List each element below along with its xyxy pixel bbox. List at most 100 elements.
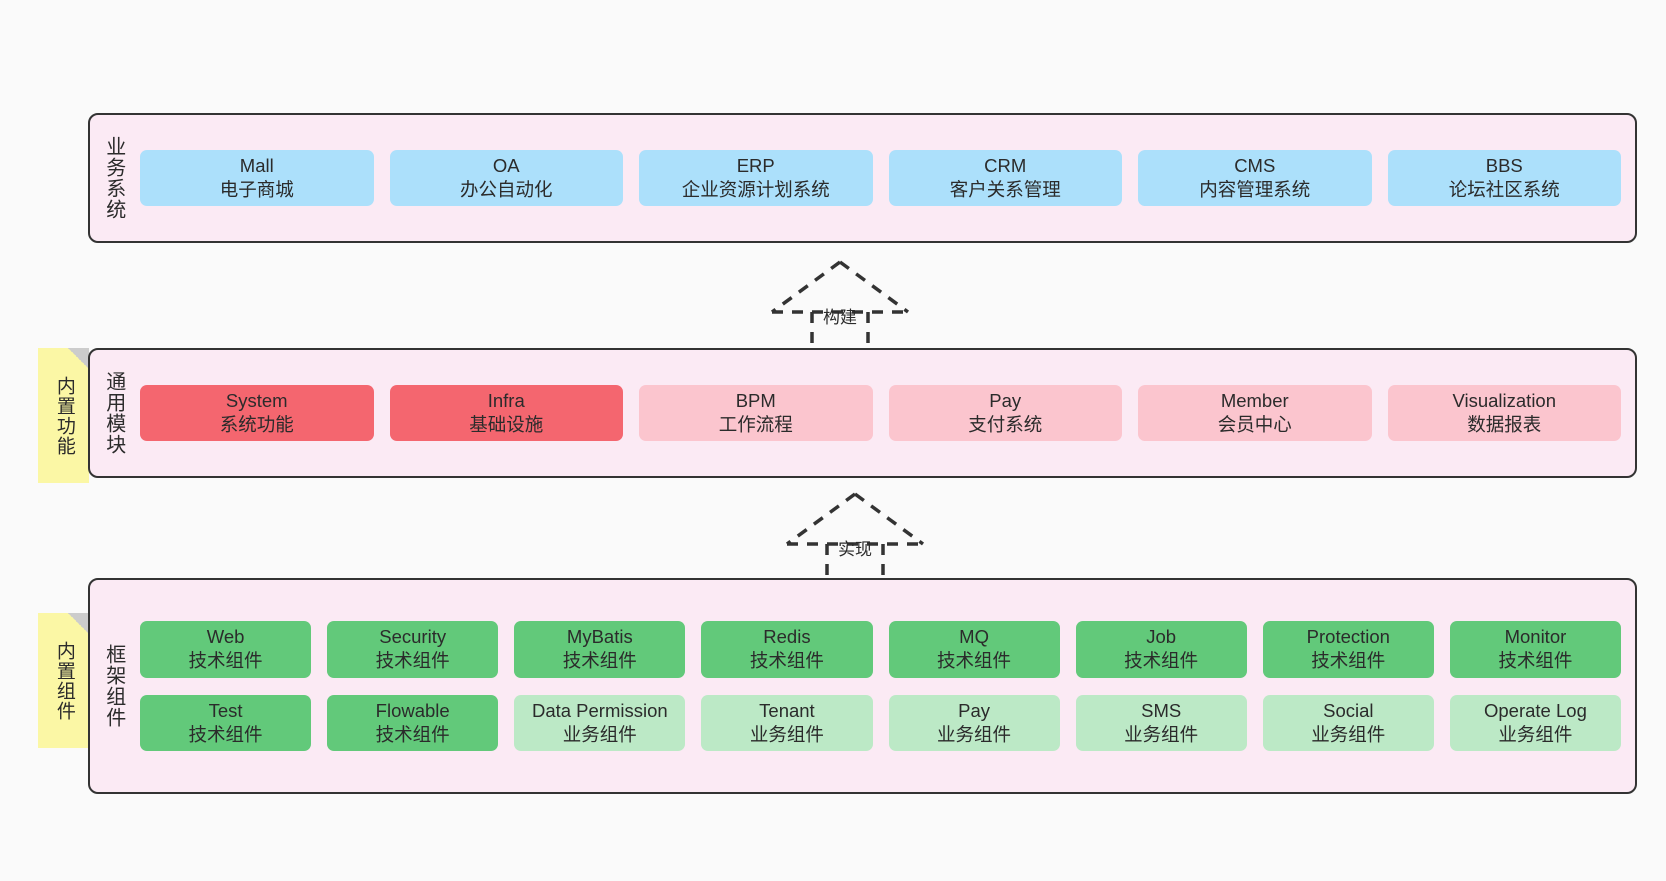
module-card-subtitle: 客户关系管理 bbox=[949, 179, 1061, 200]
module-card-operate-log[interactable]: Operate Log 业务组件 bbox=[1449, 694, 1621, 751]
module-card-name: Data Permission bbox=[531, 699, 668, 721]
module-card-name: Infra bbox=[487, 389, 525, 411]
card-row: Test 技术组件 Flowable 技术组件 Data Permission … bbox=[140, 694, 1621, 751]
module-card-subtitle: 业务组件 bbox=[1498, 723, 1573, 745]
module-card-bpm[interactable]: BPM 工作流程 bbox=[639, 384, 873, 442]
page-fold-icon bbox=[68, 613, 89, 634]
module-card-cms[interactable]: CMS 内容管理系统 bbox=[1138, 149, 1372, 207]
module-card-infra[interactable]: Infra 基础设施 bbox=[389, 384, 623, 442]
arrowhead-left-edge bbox=[785, 492, 857, 546]
module-card-member[interactable]: Member 会员中心 bbox=[1138, 384, 1372, 442]
module-card-subtitle: 办公自动化 bbox=[459, 179, 553, 200]
module-card-subtitle: 技术组件 bbox=[188, 650, 263, 672]
module-card-name: Protection bbox=[1306, 626, 1390, 648]
module-card-subtitle: 基础设施 bbox=[469, 414, 544, 435]
module-card-pay[interactable]: Pay 支付系统 bbox=[888, 384, 1122, 442]
module-card-name: Security bbox=[379, 626, 447, 648]
layer-business-system: 业务系统 Mall 电子商城 OA 办公自动化 ERP 企业资源计划系统 CRM… bbox=[88, 113, 1637, 243]
module-card-name: BPM bbox=[735, 389, 776, 411]
module-card-pay-business[interactable]: Pay 业务组件 bbox=[888, 694, 1060, 751]
sticky-note-builtin-component: 内置组件 bbox=[38, 613, 89, 748]
module-card-name: Monitor bbox=[1504, 626, 1567, 648]
connector-build: 构建 bbox=[760, 258, 920, 348]
module-card-subtitle: 业务组件 bbox=[1311, 723, 1386, 745]
arrowhead-right-edge bbox=[853, 492, 925, 546]
module-card-name: Social bbox=[1323, 699, 1374, 721]
page-fold-icon bbox=[68, 348, 89, 369]
module-card-subtitle: 会员中心 bbox=[1217, 414, 1292, 435]
module-card-name: Tenant bbox=[759, 699, 815, 721]
module-card-subtitle: 业务组件 bbox=[562, 723, 637, 745]
module-card-name: Member bbox=[1220, 389, 1289, 411]
module-card-social[interactable]: Social 业务组件 bbox=[1262, 694, 1434, 751]
sticky-note-label: 内置功能 bbox=[53, 375, 75, 456]
module-card-security[interactable]: Security 技术组件 bbox=[327, 621, 499, 678]
module-card-subtitle: 业务组件 bbox=[937, 723, 1012, 745]
module-card-name: Mall bbox=[239, 154, 274, 176]
module-card-subtitle: 技术组件 bbox=[937, 650, 1012, 672]
module-card-name: MQ bbox=[959, 626, 989, 648]
layer-title-common-module: 通用模块 bbox=[102, 371, 125, 455]
module-card-name: Job bbox=[1146, 626, 1177, 648]
connector-realize: 实现 bbox=[775, 490, 935, 580]
module-card-name: Web bbox=[206, 626, 245, 648]
module-card-redis[interactable]: Redis 技术组件 bbox=[701, 621, 873, 678]
layer-body-common-module: System 系统功能 Infra 基础设施 BPM 工作流程 Pay 支付系统… bbox=[136, 350, 1635, 476]
arrowhead-left-edge bbox=[770, 260, 842, 314]
card-row: Web 技术组件 Security 技术组件 MyBatis 技术组件 Redi… bbox=[140, 621, 1621, 678]
layer-body-framework-component: Web 技术组件 Security 技术组件 MyBatis 技术组件 Redi… bbox=[136, 580, 1635, 792]
sticky-note-label: 内置组件 bbox=[53, 640, 75, 721]
module-card-mybatis[interactable]: MyBatis 技术组件 bbox=[514, 621, 686, 678]
module-card-subtitle: 企业资源计划系统 bbox=[681, 179, 830, 200]
module-card-web[interactable]: Web 技术组件 bbox=[140, 621, 312, 678]
sticky-note-builtin-function: 内置功能 bbox=[38, 348, 89, 483]
module-card-subtitle: 数据报表 bbox=[1467, 414, 1542, 435]
module-card-crm[interactable]: CRM 客户关系管理 bbox=[888, 149, 1122, 207]
module-card-data-permission[interactable]: Data Permission 业务组件 bbox=[514, 694, 686, 751]
module-card-protection[interactable]: Protection 技术组件 bbox=[1262, 621, 1434, 678]
module-card-visualization[interactable]: Visualization 数据报表 bbox=[1387, 384, 1621, 442]
module-card-monitor[interactable]: Monitor 技术组件 bbox=[1449, 621, 1621, 678]
layer-framework-component: 框架组件 Web 技术组件 Security 技术组件 MyBatis 技术组件… bbox=[88, 578, 1637, 794]
module-card-name: Redis bbox=[763, 626, 811, 648]
module-card-sms[interactable]: SMS 业务组件 bbox=[1075, 694, 1247, 751]
module-card-mall[interactable]: Mall 电子商城 bbox=[140, 149, 374, 207]
module-card-name: CRM bbox=[984, 154, 1027, 176]
module-card-subtitle: 业务组件 bbox=[1124, 723, 1199, 745]
module-card-flowable[interactable]: Flowable 技术组件 bbox=[327, 694, 499, 751]
module-card-bbs[interactable]: BBS 论坛社区系统 bbox=[1387, 149, 1621, 207]
module-card-subtitle: 技术组件 bbox=[749, 650, 824, 672]
module-card-subtitle: 技术组件 bbox=[1498, 650, 1573, 672]
module-card-subtitle: 技术组件 bbox=[375, 650, 450, 672]
layer-title-framework-component: 框架组件 bbox=[102, 644, 125, 728]
module-card-test[interactable]: Test 技术组件 bbox=[140, 694, 312, 751]
module-card-oa[interactable]: OA 办公自动化 bbox=[389, 149, 623, 207]
module-card-subtitle: 技术组件 bbox=[1311, 650, 1386, 672]
module-card-mq[interactable]: MQ 技术组件 bbox=[888, 621, 1060, 678]
module-card-name: BBS bbox=[1485, 154, 1523, 176]
layer-body-business-system: Mall 电子商城 OA 办公自动化 ERP 企业资源计划系统 CRM 客户关系… bbox=[136, 115, 1635, 241]
module-card-subtitle: 技术组件 bbox=[562, 650, 637, 672]
module-card-subtitle: 技术组件 bbox=[375, 723, 450, 745]
module-card-name: CMS bbox=[1234, 154, 1276, 176]
card-row: Mall 电子商城 OA 办公自动化 ERP 企业资源计划系统 CRM 客户关系… bbox=[140, 149, 1621, 207]
module-card-subtitle: 内容管理系统 bbox=[1199, 179, 1311, 200]
module-card-tenant[interactable]: Tenant 业务组件 bbox=[701, 694, 873, 751]
module-card-subtitle: 技术组件 bbox=[1124, 650, 1199, 672]
module-card-subtitle: 支付系统 bbox=[968, 414, 1043, 435]
module-card-erp[interactable]: ERP 企业资源计划系统 bbox=[639, 149, 873, 207]
module-card-subtitle: 技术组件 bbox=[188, 723, 263, 745]
connector-label-build: 构建 bbox=[823, 308, 857, 327]
module-card-name: Pay bbox=[989, 389, 1022, 411]
layer-title-business-system: 业务系统 bbox=[102, 136, 125, 220]
module-card-name: Test bbox=[208, 699, 243, 721]
module-card-job[interactable]: Job 技术组件 bbox=[1075, 621, 1247, 678]
arrowhead-right-edge bbox=[838, 260, 910, 314]
card-row: System 系统功能 Infra 基础设施 BPM 工作流程 Pay 支付系统… bbox=[140, 384, 1621, 442]
module-card-subtitle: 电子商城 bbox=[219, 179, 294, 200]
module-card-name: Flowable bbox=[375, 699, 450, 721]
module-card-name: Operate Log bbox=[1484, 699, 1587, 721]
connector-label-realize: 实现 bbox=[838, 540, 872, 559]
module-card-system[interactable]: System 系统功能 bbox=[140, 384, 374, 442]
